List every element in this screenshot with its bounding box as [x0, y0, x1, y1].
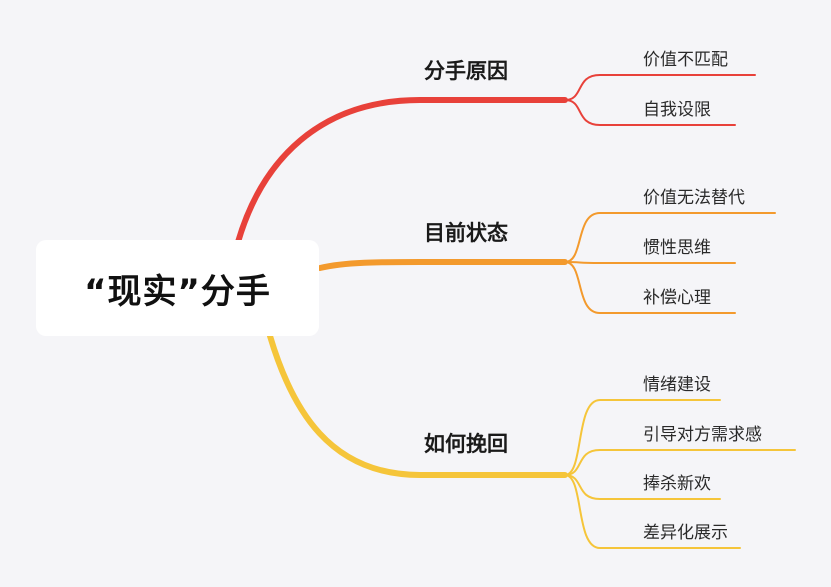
- leaf-connector: [564, 474, 721, 500]
- leaf-label-yindao-duifang-xuqiugan[interactable]: 引导对方需求感: [643, 425, 762, 445]
- leaf-label-buchang-xinli[interactable]: 补偿心理: [643, 288, 711, 308]
- leaf-label-chayihua-zhanshi[interactable]: 差异化展示: [643, 523, 728, 543]
- trunk-ruhe-wanhui: [267, 333, 568, 478]
- root-node[interactable]: “现实”分手: [36, 240, 319, 336]
- leaf-label-pengsha-xinhuan[interactable]: 捧杀新欢: [643, 474, 711, 494]
- leaf-connector: [564, 212, 776, 263]
- trunk-muqian-zhuangtai: [317, 259, 568, 271]
- leaf-connectors-0: [564, 74, 756, 126]
- branch-label-muqian-zhuangtai[interactable]: 目前状态: [424, 221, 508, 245]
- leaf-label-jiazhi-wufa-tidai[interactable]: 价值无法替代: [643, 188, 745, 208]
- branch-label-ruhe-wanhui[interactable]: 如何挽回: [424, 432, 508, 456]
- leaf-connector: [564, 261, 736, 264]
- trunk-fenshou-yuanyin: [235, 97, 568, 245]
- leaf-connector: [564, 261, 736, 314]
- leaf-connector: [564, 474, 741, 549]
- leaf-connector: [564, 99, 736, 126]
- leaf-label-guanxing-siwei[interactable]: 惯性思维: [643, 238, 711, 258]
- leaf-connectors-1: [564, 212, 776, 314]
- leaf-label-ziwo-shexian[interactable]: 自我设限: [643, 100, 711, 120]
- leaf-connector: [564, 449, 796, 476]
- leaf-label-jiazhi-bupipei[interactable]: 价值不匹配: [643, 50, 728, 70]
- leaf-label-qingxu-jianshe[interactable]: 情绪建设: [643, 375, 711, 395]
- leaf-connector: [564, 74, 756, 101]
- branch-label-fenshou-yuanyin[interactable]: 分手原因: [424, 59, 508, 83]
- leaf-connectors-2: [564, 399, 796, 549]
- root-label: “现实”分手: [84, 271, 271, 312]
- leaf-connector: [564, 399, 721, 476]
